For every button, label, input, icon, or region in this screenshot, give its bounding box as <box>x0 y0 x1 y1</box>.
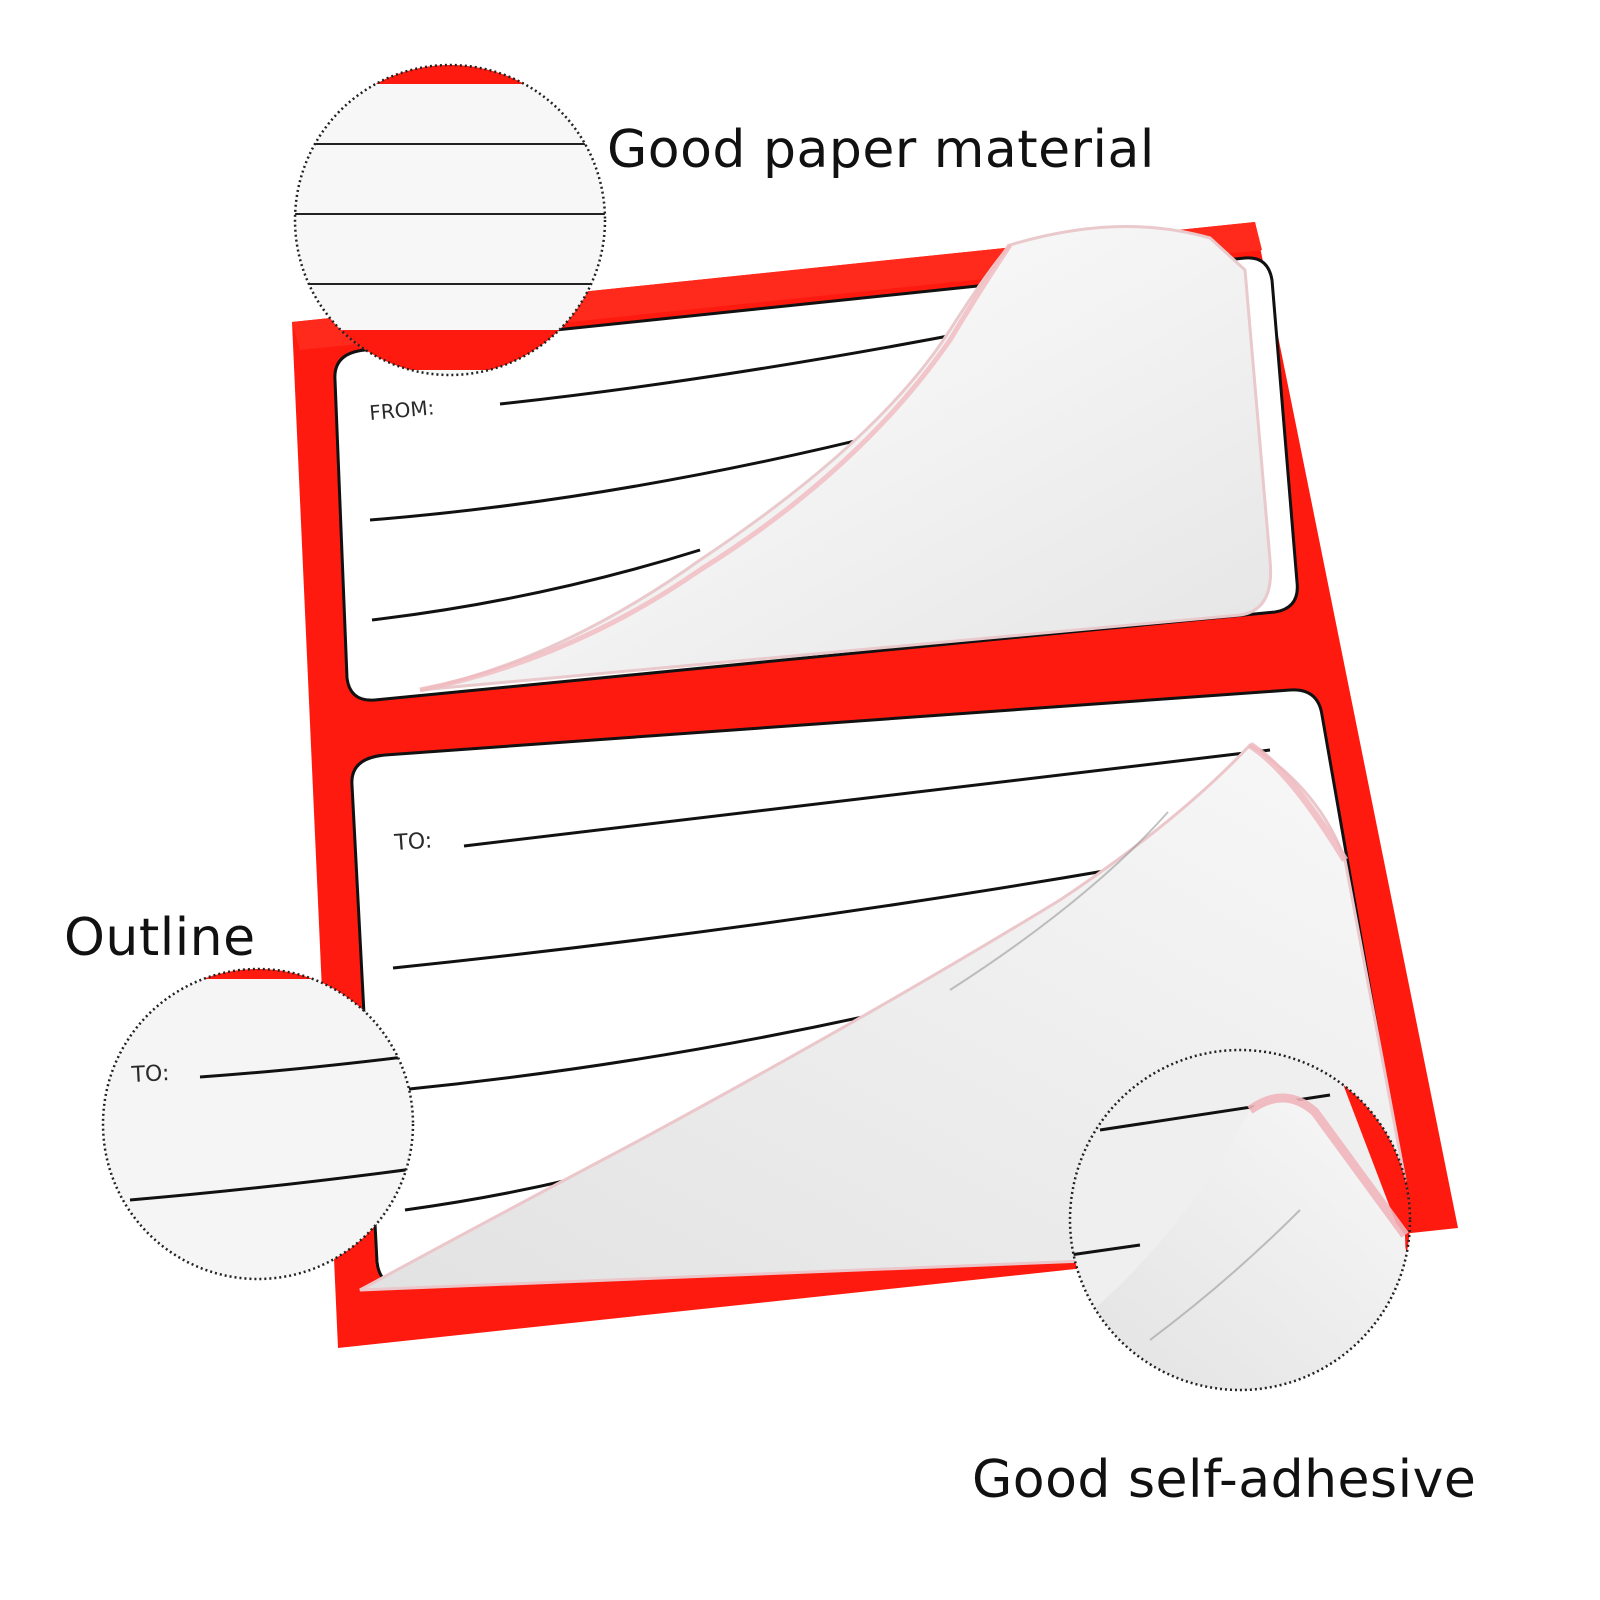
zoom-to-label-text: TO: <box>130 1061 170 1088</box>
caption-good-self-adhesive: Good self-adhesive <box>972 1450 1477 1510</box>
zoom-outline: TO: <box>101 967 415 1281</box>
to-label-text: TO: <box>393 828 433 856</box>
peeled-label-top <box>419 225 1273 693</box>
caption-outline: Outline <box>64 908 256 968</box>
caption-good-paper-material: Good paper material <box>607 120 1155 180</box>
from-label-text: FROM: <box>368 395 435 425</box>
zoom-paper-material <box>293 63 607 377</box>
zoom-self-adhesive <box>1068 1048 1412 1392</box>
